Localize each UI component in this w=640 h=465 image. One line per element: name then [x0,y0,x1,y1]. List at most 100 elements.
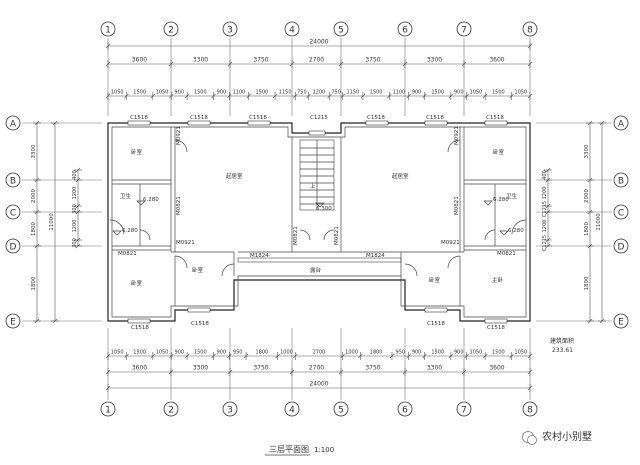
dim-label: 1050 [514,350,527,356]
dim-label: 2700 [309,365,324,372]
dim-label: 2700 [309,57,324,64]
label-win-bot-4: C1518 [487,325,505,331]
axis-bubble [397,401,413,417]
dim-label: 3600 [489,365,504,372]
component-labels: C1518 C1518 C1518 C1215 C1518 C1518 C151… [118,115,524,331]
room-label-bedroom-bml: 卧室 [192,266,204,274]
dim-label: 3750 [365,57,380,64]
axis-label: 8 [527,26,533,36]
dim-label: 3600 [489,57,504,64]
drawing-scale: 1:100 [314,446,334,454]
dim-label: 3300 [31,144,37,158]
axis-label: 7 [461,26,467,36]
dim-label: 400 [542,170,548,180]
door-swing [109,219,125,235]
label-m0821-b: M0821 [454,196,460,215]
axis-label: 1 [105,406,111,416]
label-level-4: 6.280 [508,228,524,234]
label-win-bot-2: C1518 [191,321,209,327]
window [484,120,508,126]
dim-label: 3750 [365,365,380,372]
dim-label: 1200 [313,90,326,96]
dim-label: 3300 [427,365,442,372]
label-m0921-c: M0921 [176,240,195,246]
dim-label: 900 [454,90,464,96]
door-swing [404,263,418,277]
window [424,307,448,313]
dim-label: 900 [412,350,422,356]
dim-label: 900 [174,90,184,96]
dim-label: 900 [217,350,227,356]
axis-label: A [618,120,625,130]
axis-label: 2 [168,406,174,416]
room-label-bath-right: 卫生 [506,192,518,200]
dim-label: 2000 [584,189,590,203]
door-swing [221,263,235,277]
dim-label: 1050 [514,90,527,96]
dim-label: C1215 [542,201,548,217]
inner-wall-outline [111,126,527,318]
label-win-top-1: C1518 [130,115,148,121]
room-label-family-left: 起居室 [226,172,243,180]
dim-label: 24000 [309,39,328,46]
axis-bubble [456,21,472,37]
dim-label: 11000 [596,213,602,231]
room-label-bedroom-bl: 卧室 [131,279,143,287]
axis-label: B [618,177,624,187]
window [247,120,271,126]
label-m1824-b: M1824 [366,253,385,259]
dim-label: 3300 [193,365,208,372]
axis-label: B [10,177,16,187]
axis-label: 4 [289,406,295,416]
dim-label: 3600 [132,365,147,372]
axis-bubble [222,401,238,417]
label-win-top-2: C1518 [190,115,208,121]
axis-bubble [613,115,629,131]
dimension-lines: 24000 3600 3300 3750 2700 3750 3300 3600 1050 150… [28,0,606,392]
dim-label: 1500 [194,350,207,356]
dim-label: 1050 [111,350,124,356]
dim-label: 900 [412,90,422,96]
dim-label: 1500 [492,350,505,356]
room-labels: 卧室 起居室 上 起居室 卧室 卫生 卫生 卧室 卧室 露台 卧室 主卧 [120,148,518,287]
axis-label: 8 [527,406,533,416]
dim-label: 24000 [309,381,328,388]
axis-bubble [613,204,629,220]
axis-label: 5 [338,26,344,36]
door-swing [447,255,461,269]
axis-bubble [333,401,349,417]
axis-bubble [5,204,21,220]
dim-label: 750 [297,90,307,96]
axis-bubble [397,21,413,37]
dim-label: 1500 [431,90,444,96]
room-label-bath-left: 卫生 [120,192,132,200]
door-swing [511,219,527,235]
dim-label: 1100 [233,90,246,96]
dim-label: 3600 [132,57,147,64]
door-swing [447,139,461,153]
axis-bubble [100,401,116,417]
watermark: 农村小别墅 [522,430,592,445]
dim-label: 11000 [49,213,55,231]
dim-label: 1050 [470,90,483,96]
axis-bubble [284,401,300,417]
axis-bubble [100,21,116,37]
dim-label: 300 [72,238,78,248]
level-marker [136,200,146,206]
dim-label: 1500 [370,90,383,96]
dim-label: 1050 [470,350,483,356]
axis-bubble [163,401,179,417]
dim-label: 1800 [31,276,37,290]
dim-label: 300 [72,204,78,214]
door-swing [174,139,188,153]
dim-label: 1000 [280,350,293,356]
dim-label: 1200 [542,187,548,200]
room-label-family-right: 起居室 [392,172,409,180]
dim-label: 1200 [72,220,78,233]
door-swing [139,229,151,241]
axis-bubble [222,21,238,37]
axis-bubble [613,238,629,254]
dim-label: 3750 [253,57,268,64]
window [365,120,389,126]
